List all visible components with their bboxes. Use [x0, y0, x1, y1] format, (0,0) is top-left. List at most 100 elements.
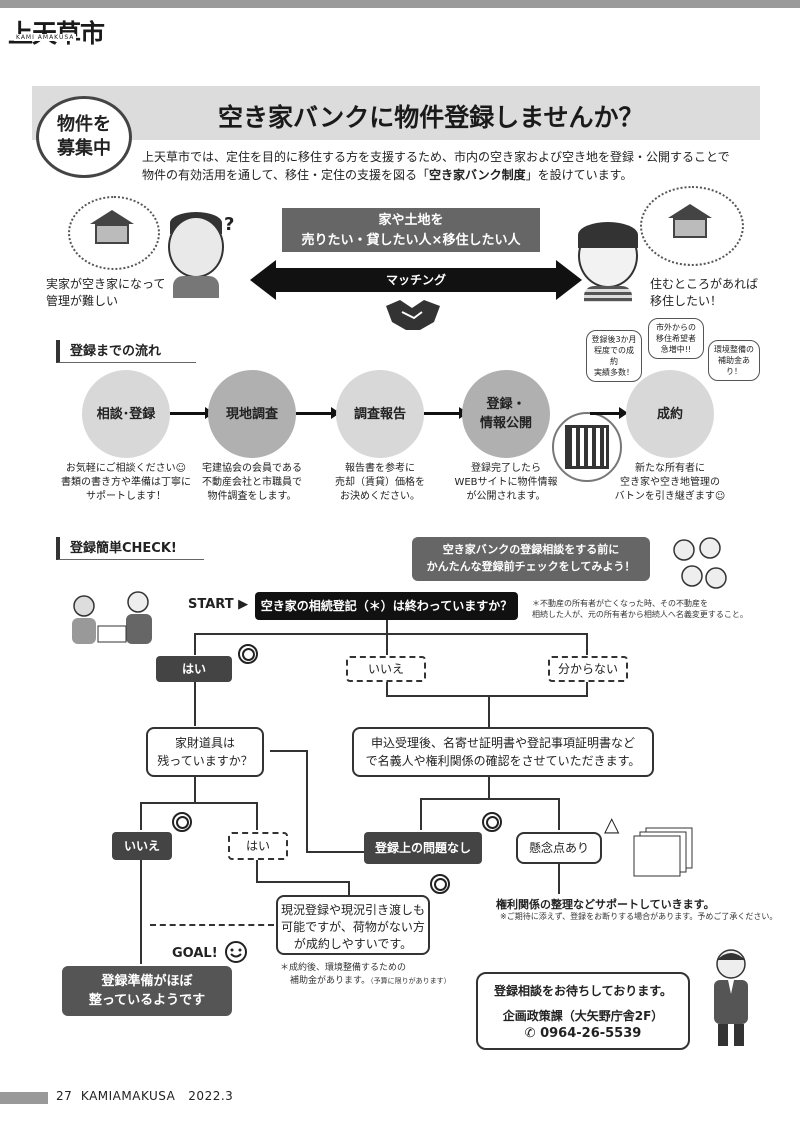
- connector: [256, 881, 350, 883]
- house-icon: [90, 210, 134, 244]
- intro-line-2: 物件の有効活用を通して、移住・定住の支援を図る「空き家バンク制度」を設けています…: [142, 166, 742, 184]
- house-icon-right: [668, 204, 712, 238]
- flow-arrow-3: [424, 407, 468, 419]
- person-right-shirt: [584, 286, 632, 302]
- single-circle-icon: [430, 874, 450, 894]
- answer-no: いいえ: [346, 656, 426, 682]
- connector: [420, 798, 560, 800]
- family-illustration: [664, 536, 764, 592]
- goal-result: 登録準備がほぼ 整っているようです: [62, 966, 232, 1016]
- intro-2c: 」を設けています。: [525, 168, 633, 182]
- bubble-migrants-increase: 市外からの 移住希望者 急増中!!: [648, 318, 704, 359]
- page-number: 27: [56, 1089, 73, 1103]
- staff-person-illustration: [706, 946, 756, 1048]
- step-desc-4: 登録完了したら WEBサイトに物件情報 が公開されます。: [454, 463, 558, 502]
- answer-yes-2: はい: [228, 832, 288, 860]
- phone-number[interactable]: 0964-26-5539: [540, 1026, 642, 1041]
- connector: [140, 802, 258, 804]
- subsidy-note-3: （予算に限りがあります）: [370, 977, 451, 985]
- goal-label: GOAL!: [172, 946, 218, 961]
- connector: [194, 633, 196, 655]
- intro-text: 上天草市では、定住を目的に移住する方を支援するため、市内の空き家および空き地を登…: [142, 148, 742, 184]
- question-inheritance-registration: 空き家の相続登記（＊）は終わっていますか？: [255, 592, 518, 620]
- bubble-contract-record: 登録後3か月 程度での成約 実績多数！: [586, 330, 642, 382]
- connector: [586, 682, 588, 696]
- bubble-subsidy: 環境整備の 補助金あり！: [708, 340, 760, 381]
- answer-unknown: 分からない: [548, 656, 628, 682]
- matching-arrow: マッチング: [275, 268, 557, 292]
- recruiting-badge: 物件を 募集中: [36, 96, 132, 178]
- left-caption: 実家が空き家になって 管理が難しい: [46, 277, 166, 308]
- arrow-right-head: [556, 260, 582, 300]
- double-circle-icon: [238, 644, 258, 664]
- connector: [488, 695, 490, 727]
- contact-box: 登録相談をお待ちしております。 企画政策課（大矢野庁舎2F） ✆ 0964-26…: [476, 972, 690, 1050]
- confirmation-notice: 申込受理後、名寄せ証明書や登記事項証明書など で名義人や権利関係の確認をさせてい…: [352, 727, 654, 777]
- check-intro-bubble: 空き家バンクの登録相談をする前に かんたんな登録前チェックをしてみよう！: [412, 537, 650, 581]
- title-band: [32, 86, 760, 140]
- consultation-illustration: [66, 586, 166, 650]
- qr-code-icon[interactable]: [565, 425, 609, 469]
- arrow-left-head: [250, 260, 276, 300]
- subsidy-note-2-text: 補助金があります。: [290, 976, 371, 986]
- connector: [386, 695, 588, 697]
- phone-icon: ✆: [524, 1026, 541, 1041]
- connector: [256, 860, 258, 882]
- start-label: START ▶: [188, 597, 249, 612]
- contact-phone[interactable]: ✆ 0964-26-5539: [478, 1026, 688, 1041]
- connector: [194, 682, 196, 726]
- connector: [270, 750, 308, 752]
- connector: [558, 798, 560, 830]
- connector: [586, 633, 588, 655]
- connector: [306, 750, 308, 852]
- footer-bar: [0, 1092, 48, 1104]
- city-logo-sub: KAMI AMAKUSA: [14, 34, 77, 41]
- connector: [194, 777, 196, 803]
- page-title: 空き家バンクに物件登録しませんか？: [218, 103, 644, 132]
- contact-department: 企画政策課（大矢野庁舎2F）: [502, 1009, 664, 1023]
- connector: [386, 620, 388, 634]
- concern-exists: 懸念点あり: [516, 832, 602, 864]
- flow-arrow-4: [590, 407, 628, 419]
- matching-target-box: 家や土地を 売りたい・貸したい人×移住したい人: [282, 208, 540, 252]
- connector: [386, 682, 388, 696]
- step-register-publish: 登録・ 情報公開: [462, 370, 550, 458]
- thought-cloud-right: [640, 186, 744, 266]
- handshake-icon: [384, 296, 442, 332]
- connector: [386, 633, 388, 655]
- city-logo: 上天草市: [8, 14, 105, 50]
- connector: [488, 777, 490, 799]
- connector: [306, 851, 364, 853]
- question-mark: ?: [224, 214, 235, 235]
- connector: [140, 802, 142, 830]
- intro-line-1: 上天草市では、定住を目的に移住する方を支援するため、市内の空き家および空き地を登…: [142, 150, 730, 164]
- smile-icon: [224, 940, 248, 964]
- step-desc-5: 新たな所有者に 空き家や空き地管理の バトンを引き継ぎます☺: [614, 463, 726, 502]
- answer-no-2: いいえ: [112, 832, 172, 860]
- issue-date: 2022.3: [188, 1089, 234, 1103]
- person-right-hair: [578, 222, 638, 248]
- flow-heading: 登録までの流れ: [56, 340, 196, 363]
- top-bar: [0, 0, 800, 8]
- step-contract: 成約: [626, 370, 714, 458]
- badge-text: 物件を 募集中: [57, 114, 111, 159]
- flow-arrow-1: [170, 407, 214, 419]
- as-is-transfer-note: 現況登録や現況引き渡しも 可能ですが、荷物がない方 が成約しやすいです。: [276, 895, 430, 955]
- connector: [256, 802, 258, 830]
- check-heading: 登録簡単CHECK!: [56, 537, 204, 560]
- subsidy-note-2: 補助金があります。（予算に限りがあります）: [290, 976, 451, 987]
- answer-yes: はい: [156, 656, 232, 682]
- right-caption: 住むところがあれば 移住したい！: [650, 277, 759, 308]
- qr-code-frame[interactable]: [552, 412, 622, 482]
- subsidy-note-1: ＊成約後、環境整備するための: [280, 963, 407, 973]
- footer: 27 KAMIAMAKUSA 2022.3: [56, 1089, 233, 1103]
- intro-2a: 物件の有効活用を通して、移住・定住の支援を図る「: [142, 168, 430, 182]
- flow-arrow-2: [296, 407, 340, 419]
- rights-disclaimer: ※ご期待に添えず、登録をお断りする場合があります。予めご了承ください。: [500, 912, 778, 921]
- connector: [558, 864, 560, 894]
- dashed-connector: [150, 924, 274, 926]
- double-circle-icon: [172, 812, 192, 832]
- connector: [194, 633, 588, 635]
- connector: [420, 798, 422, 830]
- step-desc-1: お気軽にご相談ください☺ 書類の書き方や準備は丁寧に サポートします！: [61, 463, 191, 502]
